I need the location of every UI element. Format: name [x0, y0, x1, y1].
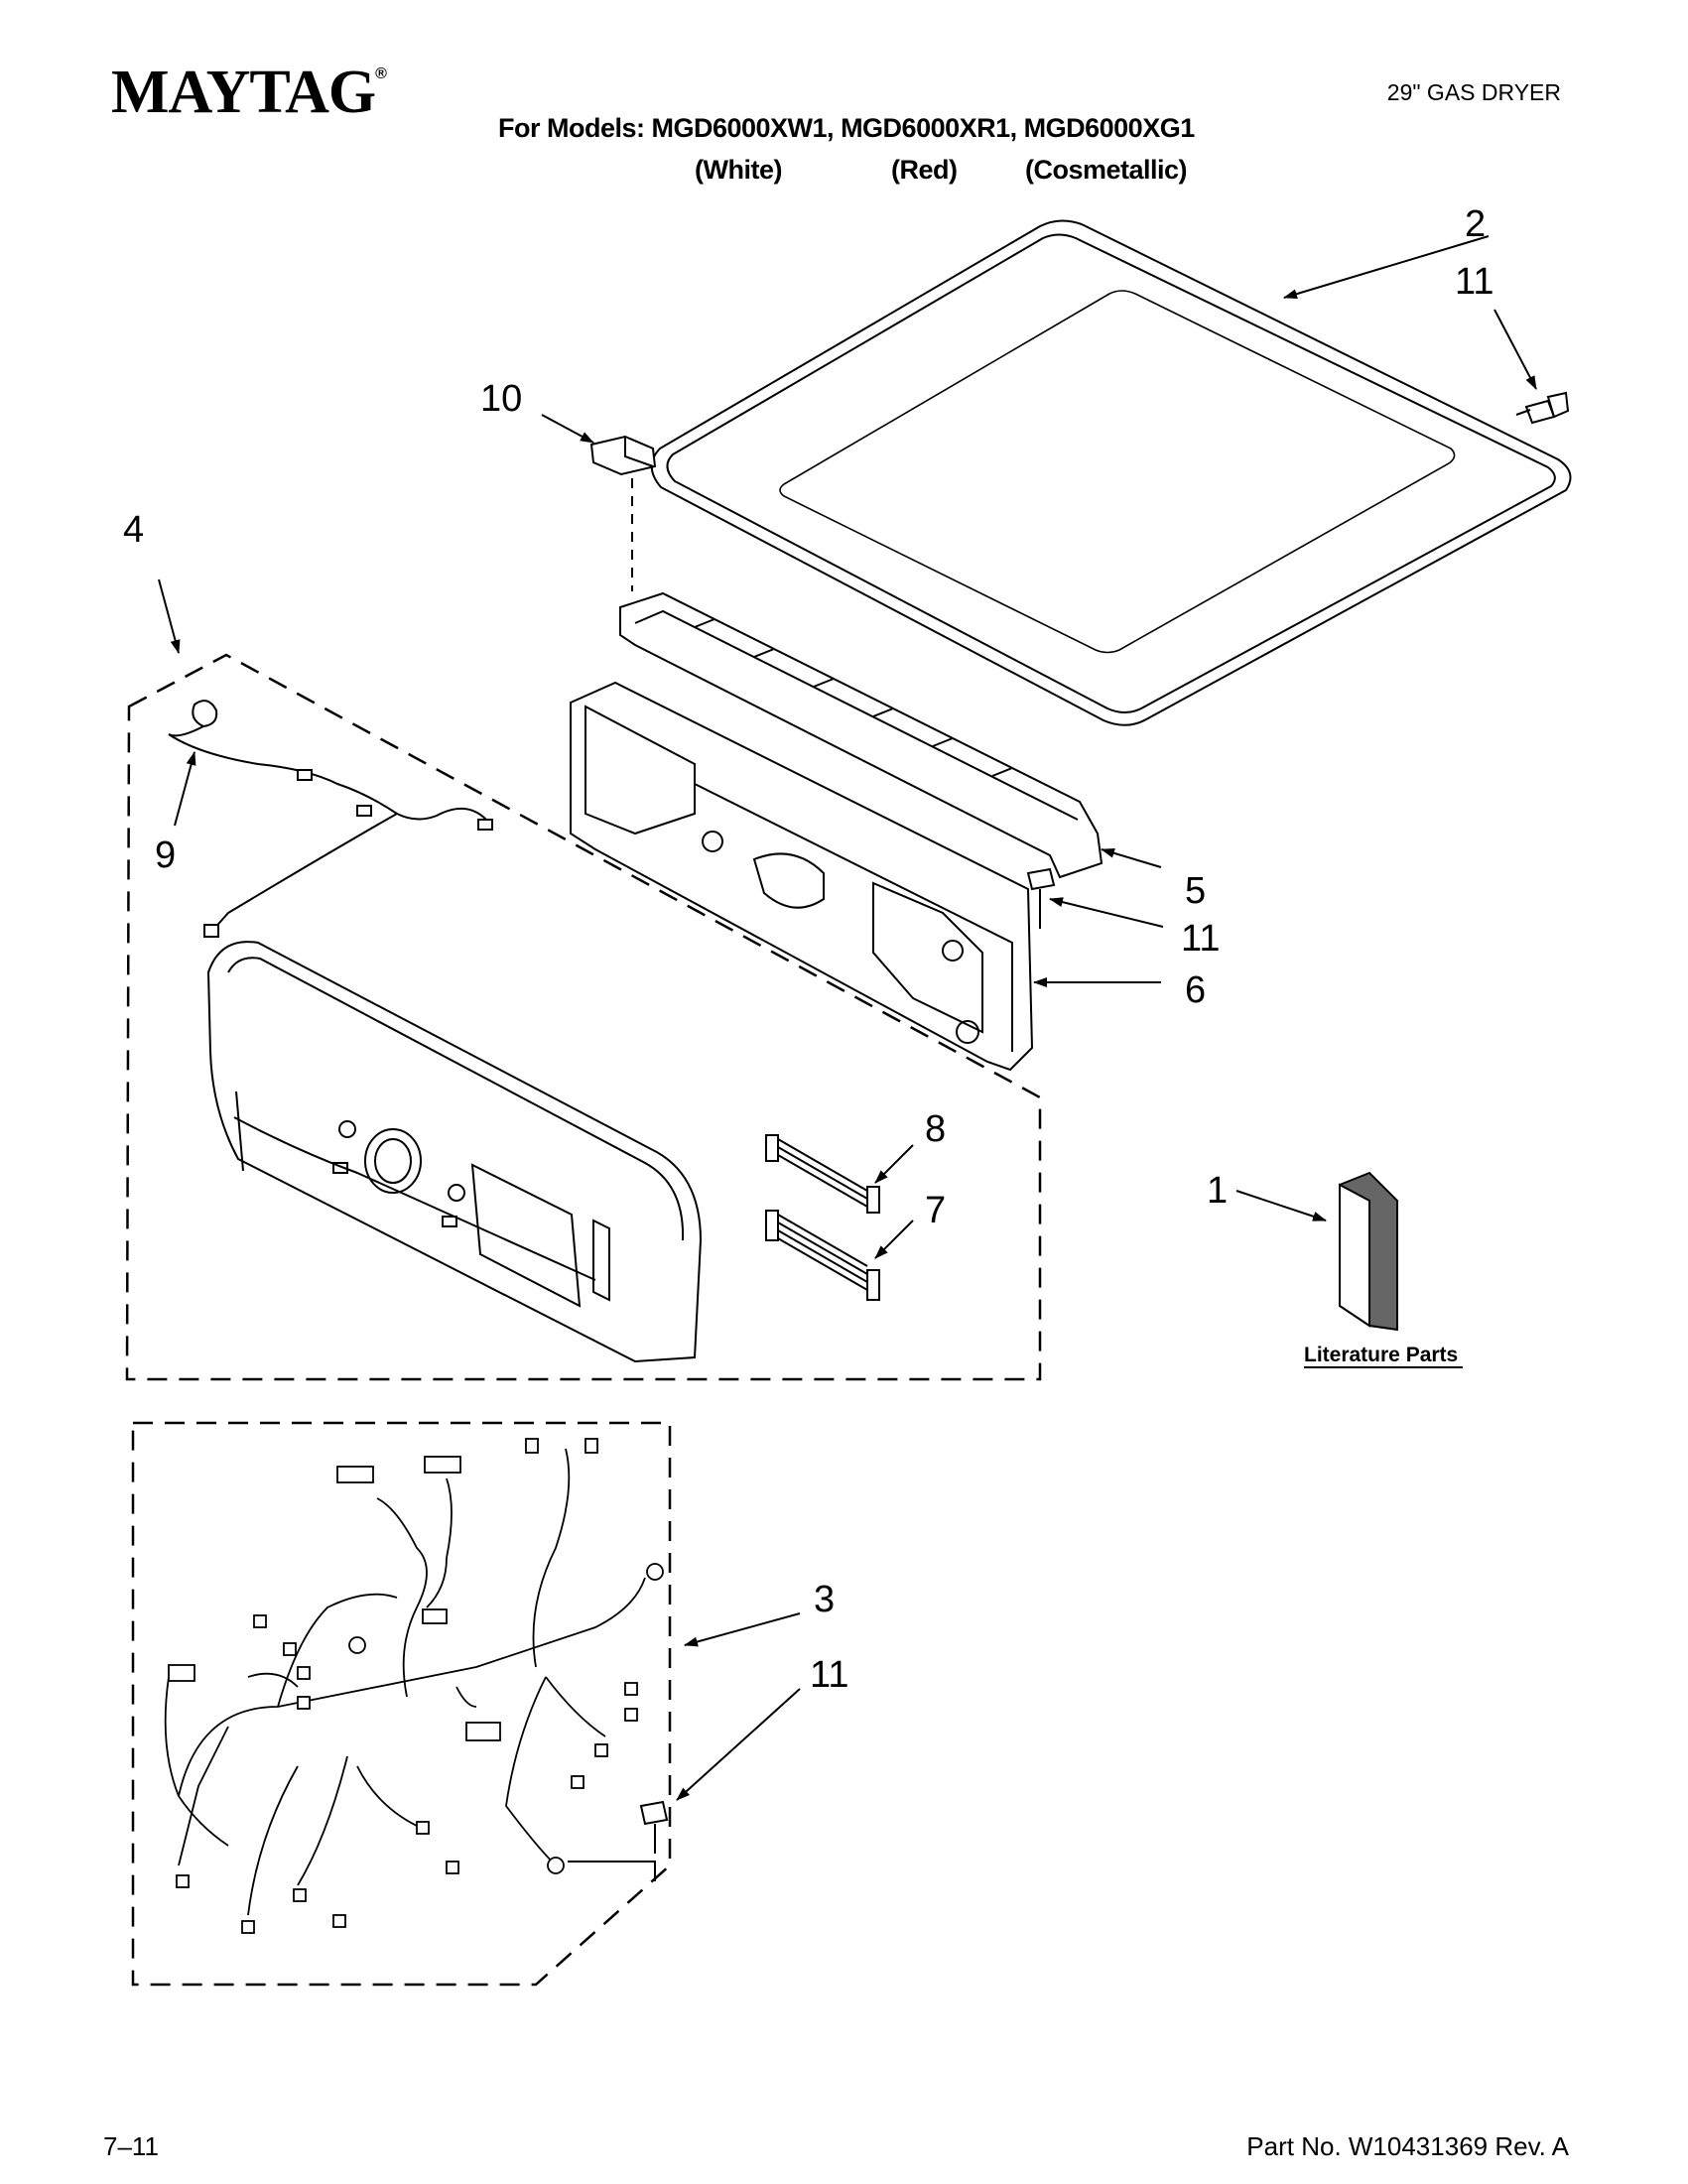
top-panel: [650, 219, 1572, 726]
footer-date: 7–11: [103, 2131, 159, 2161]
footer-part-number: Part No. W10431369 Rev. A: [1246, 2131, 1569, 2161]
callout-11-bottom: 11: [810, 1654, 848, 1696]
screw-mid: [1026, 867, 1056, 929]
callout-3: 3: [814, 1579, 835, 1620]
callout-5: 5: [1185, 870, 1206, 912]
ribbon-cable-upper: [765, 1134, 880, 1214]
callout-1: 1: [1207, 1170, 1228, 1212]
group-4-boundary: [125, 653, 1042, 1381]
ribbon-cable-lower: [765, 1210, 880, 1301]
literature-booklet: [1339, 1171, 1398, 1332]
document-type: 29" GAS DRYER: [1386, 79, 1561, 105]
callout-10: 10: [480, 378, 522, 420]
literature-parts-label: Literature Parts: [1304, 1344, 1458, 1366]
main-wire-harness: [164, 1438, 664, 1934]
brand-logo: MAYTAG®: [111, 59, 387, 126]
callout-arrows: [158, 235, 1537, 1801]
callout-11-mid: 11: [1181, 918, 1220, 960]
color-red: (Red): [891, 155, 958, 185]
rear-bracket: [619, 591, 1104, 879]
main-harness-boundary: [131, 1421, 672, 1987]
callout-8: 8: [925, 1108, 946, 1150]
color-white: (White): [695, 155, 782, 185]
callout-2: 2: [1465, 203, 1486, 245]
console-clip: [589, 435, 657, 591]
console-back-panel: [570, 681, 1034, 1072]
callout-7: 7: [925, 1190, 946, 1231]
sensor-wire: [168, 700, 493, 938]
screw-bottom: [568, 1800, 669, 1881]
callout-4: 4: [123, 509, 144, 551]
screw-top-right: [1515, 391, 1570, 425]
callout-9: 9: [155, 835, 176, 876]
front-console: [206, 941, 703, 1363]
callout-11-top: 11: [1455, 261, 1493, 303]
callout-6: 6: [1185, 969, 1206, 1011]
models-line: For Models: MGD6000XW1, MGD6000XR1, MGD6…: [498, 113, 1195, 143]
color-cosmetallic: (Cosmetallic): [1025, 155, 1188, 185]
